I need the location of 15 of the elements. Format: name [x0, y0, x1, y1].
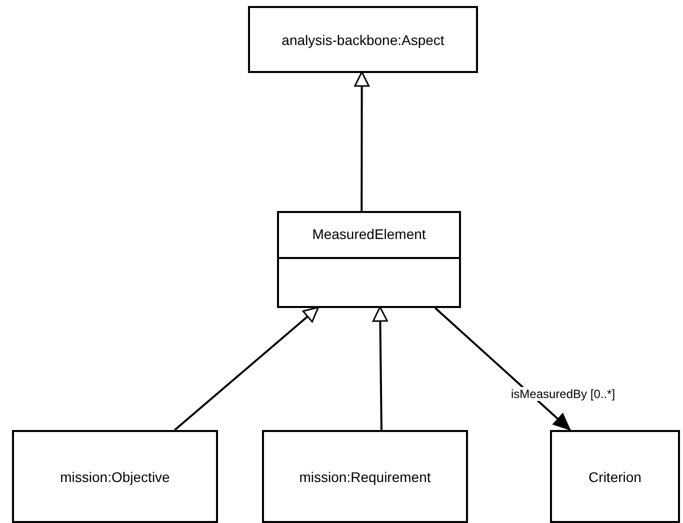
class-box — [550, 430, 680, 523]
class-name: analysis-backbone:Aspect — [280, 32, 446, 48]
class-box — [248, 6, 478, 73]
edge-label: isMeasuredBy [0..*] — [510, 387, 616, 401]
class-box — [277, 211, 461, 308]
association-arrow — [434, 307, 571, 431]
class-box — [12, 430, 218, 523]
generalization-arrow — [354, 71, 370, 211]
class-box — [262, 430, 468, 523]
class-name: mission:Objective — [59, 468, 171, 484]
generalization-arrow — [372, 306, 388, 430]
class-name: Criterion — [588, 468, 642, 484]
class-name: MeasuredElement — [311, 226, 427, 242]
class-name: mission:Requirement — [298, 468, 432, 484]
generalization-arrow — [174, 306, 319, 431]
